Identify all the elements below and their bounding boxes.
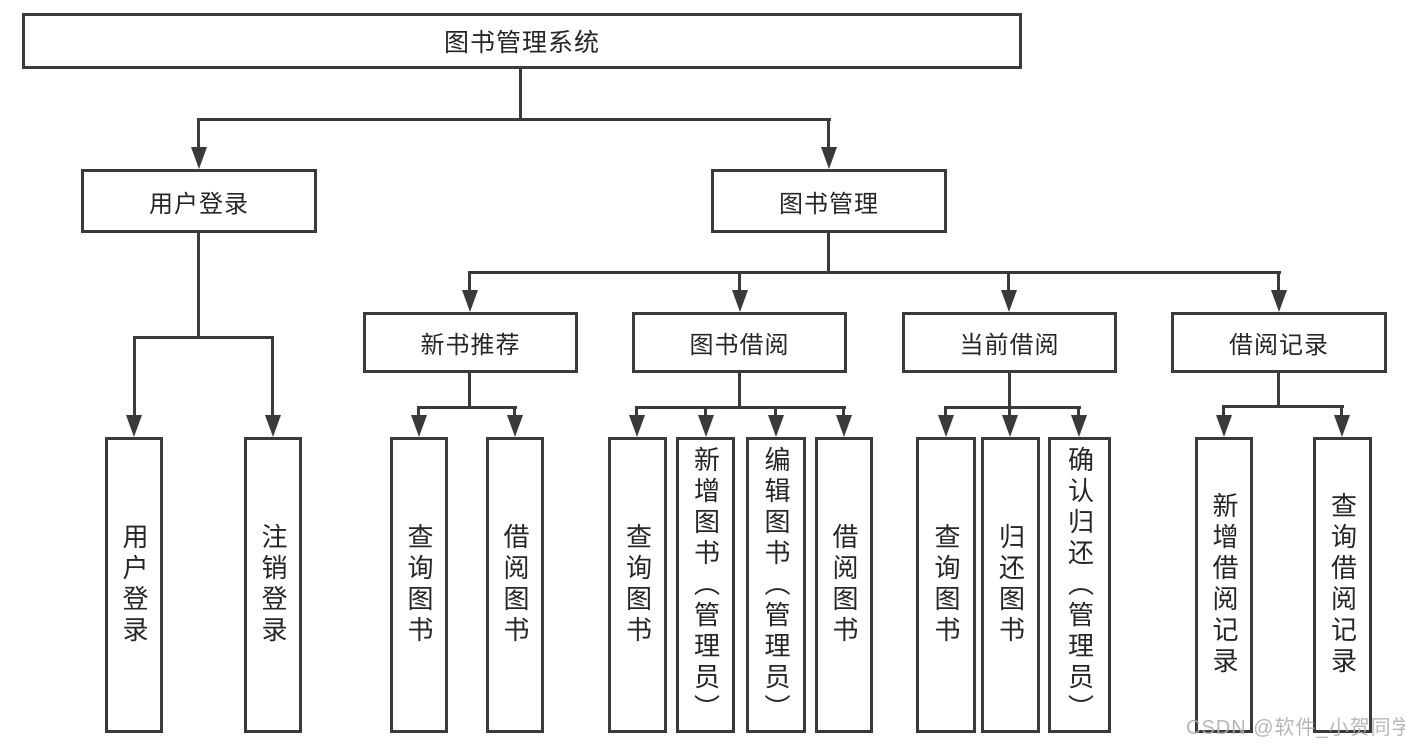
connector-borrowing-drop-2: [704, 406, 707, 418]
connector-root-split: [197, 118, 831, 121]
arrow-down-icon: [1216, 415, 1232, 437]
arrow-down-icon: [698, 415, 714, 437]
leaf-query-borrow-record-label: 查询借阅记录: [1327, 492, 1358, 678]
arrow-down-icon: [1002, 415, 1018, 437]
connector-login-split: [133, 336, 274, 339]
node-book-management-label: 图书管理: [779, 190, 879, 218]
node-book-borrowing: 图书借阅: [632, 312, 847, 373]
connector-mgmt-stem: [827, 233, 830, 271]
connector-records-split: [1222, 405, 1344, 408]
connector-recommend-drop-2: [513, 406, 516, 418]
arrow-down-icon: [732, 290, 748, 312]
connector-current-drop-3: [1077, 406, 1080, 418]
connector-recommend-split: [417, 406, 517, 409]
arrow-down-icon: [938, 415, 954, 437]
arrow-down-icon: [126, 415, 142, 437]
connector-mgmt-drop-2: [738, 271, 741, 295]
arrow-down-icon: [265, 415, 281, 437]
node-borrowing-records: 借阅记录: [1171, 312, 1387, 373]
arrow-down-icon: [1001, 290, 1017, 312]
node-book-borrowing-label: 图书借阅: [689, 332, 790, 359]
leaf-confirm-return-admin: 确认归还（管理员）: [1048, 437, 1111, 733]
leaf-borrowing-query-books-label: 查询图书: [622, 523, 653, 647]
connector-mgmt-drop-4: [1277, 271, 1280, 295]
leaf-query-borrow-record: 查询借阅记录: [1313, 437, 1372, 733]
leaf-add-books-admin: 新增图书（管理员）: [676, 437, 735, 733]
node-new-book-recommend-label: 新书推荐: [420, 332, 521, 359]
leaf-recommend-borrow-books-label: 借阅图书: [500, 523, 530, 647]
connector-root-drop-left: [197, 118, 200, 150]
connector-borrowing-drop-4: [842, 406, 845, 418]
arrow-down-icon: [1334, 415, 1350, 437]
arrow-down-icon: [411, 415, 427, 437]
arrow-down-icon: [836, 415, 852, 437]
arrow-down-icon: [191, 147, 207, 169]
connector-current-drop-2: [1008, 406, 1011, 418]
connector-records-stem: [1277, 373, 1280, 405]
arrow-down-icon: [462, 290, 478, 312]
leaf-current-query-books: 查询图书: [916, 437, 976, 733]
leaf-logout-label: 注销登录: [258, 523, 288, 647]
node-library-system-label: 图书管理系统: [443, 29, 600, 57]
connector-records-drop-1: [1222, 405, 1225, 418]
connector-root-stem: [519, 67, 522, 118]
csdn-watermark: CSDN @软件_小贺同学: [1186, 717, 1405, 739]
leaf-edit-books-admin: 编辑图书（管理员）: [746, 437, 806, 733]
node-user-login-label: 用户登录: [149, 190, 249, 218]
connector-borrowing-stem: [738, 373, 741, 406]
node-current-borrowing: 当前借阅: [902, 312, 1117, 373]
connector-root-drop-right: [827, 118, 830, 150]
connector-mgmt-drop-3: [1007, 271, 1010, 295]
connector-borrowing-drop-1: [635, 406, 638, 418]
leaf-add-borrow-record: 新增借阅记录: [1195, 437, 1253, 733]
connector-recommend-drop-1: [417, 406, 420, 418]
connector-current-split: [944, 406, 1081, 409]
connector-current-drop-1: [944, 406, 947, 418]
node-new-book-recommend: 新书推荐: [363, 312, 578, 373]
leaf-borrow-books: 借阅图书: [815, 437, 873, 733]
connector-recommend-stem: [468, 373, 471, 406]
leaf-recommend-query-books-label: 查询图书: [404, 523, 434, 647]
leaf-return-books: 归还图书: [981, 437, 1040, 733]
arrow-down-icon: [1271, 290, 1287, 312]
leaf-user-login: 用户登录: [105, 437, 163, 733]
leaf-confirm-return-admin-label: 确认归还（管理员）: [1064, 445, 1095, 725]
leaf-return-books-label: 归还图书: [995, 523, 1026, 647]
leaf-add-borrow-record-label: 新增借阅记录: [1209, 492, 1239, 678]
connector-current-stem: [1008, 373, 1011, 406]
leaf-logout: 注销登录: [244, 437, 302, 733]
connector-borrowing-split: [636, 406, 846, 409]
connector-login-drop-left: [133, 336, 136, 418]
arrow-down-icon: [821, 147, 837, 169]
node-user-login: 用户登录: [81, 169, 317, 233]
leaf-edit-books-admin-label: 编辑图书（管理员）: [761, 445, 791, 725]
node-current-borrowing-label: 当前借阅: [959, 332, 1060, 359]
leaf-borrow-books-label: 借阅图书: [829, 523, 859, 647]
connector-borrowing-drop-3: [774, 406, 777, 418]
arrow-down-icon: [507, 415, 523, 437]
connector-login-stem: [197, 233, 200, 336]
leaf-current-query-books-label: 查询图书: [931, 523, 961, 647]
node-library-system: 图书管理系统: [22, 13, 1022, 69]
leaf-borrowing-query-books: 查询图书: [608, 437, 667, 733]
connector-mgmt-split: [469, 271, 1281, 274]
leaf-recommend-query-books: 查询图书: [390, 437, 448, 733]
node-borrowing-records-label: 借阅记录: [1229, 332, 1329, 359]
leaf-add-books-admin-label: 新增图书（管理员）: [690, 445, 721, 725]
connector-records-drop-2: [1340, 405, 1343, 418]
node-book-management: 图书管理: [711, 169, 947, 233]
connector-login-drop-right: [271, 336, 274, 418]
connector-mgmt-drop-1: [468, 271, 471, 295]
leaf-user-login-label: 用户登录: [119, 523, 149, 647]
arrow-down-icon: [768, 415, 784, 437]
leaf-recommend-borrow-books: 借阅图书: [486, 437, 544, 733]
arrow-down-icon: [629, 415, 645, 437]
arrow-down-icon: [1071, 415, 1087, 437]
